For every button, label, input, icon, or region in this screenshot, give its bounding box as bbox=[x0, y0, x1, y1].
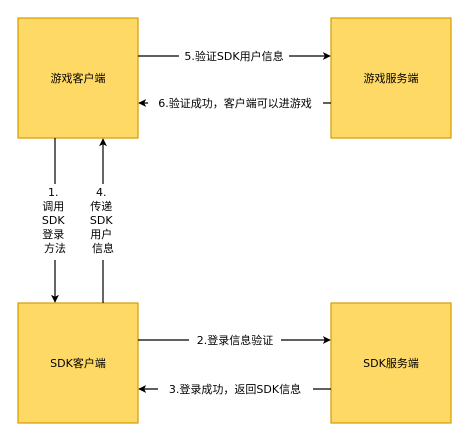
edge-pass-sdk-user-line-3: SDK bbox=[90, 214, 113, 227]
node-game-server[interactable]: 游戏服务端 bbox=[330, 17, 452, 139]
node-sdk-server[interactable]: SDK服务端 bbox=[330, 302, 452, 424]
game-client-box bbox=[17, 17, 139, 139]
edge-login-success-label: 3.登录成功，返回SDK信息 bbox=[169, 382, 301, 396]
edge-call-sdk-login-line-2: 调用 bbox=[42, 200, 64, 213]
game-server-label: 游戏服务端 bbox=[364, 72, 419, 85]
edge-call-sdk-login-line-3: SDK bbox=[42, 214, 65, 227]
edge-call-sdk-login: 1. 调用 SDK 登录 方法 bbox=[40, 138, 70, 303]
edge-verify-success-label: 6.验证成功，客户端可以进游戏 bbox=[158, 96, 312, 110]
edge-pass-sdk-user-label: 4. 传递 SDK 用户 信息 bbox=[90, 186, 116, 255]
edge-login-success: 3.登录成功，返回SDK信息 bbox=[138, 381, 331, 397]
edge-pass-sdk-user-line-5: 信息 bbox=[92, 241, 114, 255]
edge-pass-sdk-user-label-bg bbox=[88, 184, 118, 260]
edge-verify-sdk-user-label: 5.验证SDK用户信息 bbox=[184, 49, 283, 63]
edge-verify-success: 6.验证成功，客户端可以进游戏 bbox=[138, 95, 331, 111]
edge-pass-sdk-user-line-4: 用户 bbox=[90, 227, 112, 241]
edge-call-sdk-login-label: 1. 调用 SDK 登录 方法 bbox=[42, 186, 68, 255]
edge-call-sdk-login-line-1: 1. bbox=[48, 186, 59, 199]
sdk-client-box bbox=[17, 302, 139, 424]
sdk-client-label: SDK客户端 bbox=[50, 356, 106, 370]
edge-verify-success-label-bg bbox=[148, 95, 323, 111]
node-game-client[interactable]: 游戏客户端 bbox=[17, 17, 139, 139]
sdk-server-box bbox=[330, 302, 452, 424]
edge-verify-sdk-user: 5.验证SDK用户信息 bbox=[138, 48, 331, 64]
edge-login-verify: 2.登录信息验证 bbox=[138, 332, 331, 348]
edge-verify-sdk-user-label-bg bbox=[179, 48, 289, 64]
game-client-label: 游戏客户端 bbox=[51, 71, 106, 85]
edge-login-success-label-bg bbox=[158, 381, 313, 397]
edge-pass-sdk-user-line-1: 4. bbox=[96, 186, 107, 199]
edge-login-verify-label: 2.登录信息验证 bbox=[197, 333, 274, 347]
sdk-server-label: SDK服务端 bbox=[363, 357, 419, 370]
edge-call-sdk-login-label-bg bbox=[40, 184, 70, 260]
node-sdk-client[interactable]: SDK客户端 bbox=[17, 302, 139, 424]
edge-call-sdk-login-line-5: 方法 bbox=[44, 241, 66, 255]
edge-pass-sdk-user: 4. 传递 SDK 用户 信息 bbox=[88, 138, 118, 303]
edge-call-sdk-login-line-4: 登录 bbox=[42, 227, 64, 241]
edge-pass-sdk-user-line-2: 传递 bbox=[90, 199, 112, 213]
game-server-box bbox=[330, 17, 452, 139]
edge-login-verify-label-bg bbox=[189, 332, 281, 348]
